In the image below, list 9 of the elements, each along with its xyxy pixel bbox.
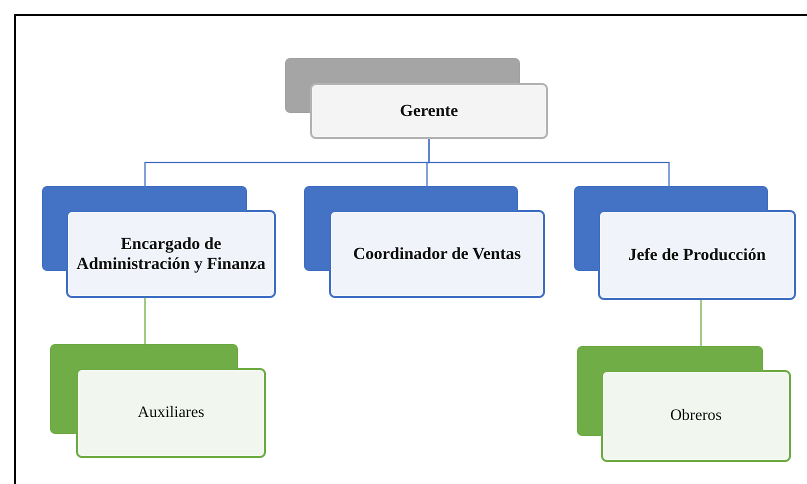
connector-line (428, 139, 670, 186)
position-title: Auxiliares (138, 404, 204, 422)
position-title: Gerente (400, 101, 458, 121)
position-title: Obreros (670, 406, 722, 426)
position-title: Jefe de Producción (628, 245, 766, 265)
position-title: Encargado de Administración y Finanza (76, 234, 266, 274)
position-title: Coordinador de Ventas (353, 244, 521, 264)
connector-line (700, 300, 702, 346)
connector-line (144, 298, 146, 344)
